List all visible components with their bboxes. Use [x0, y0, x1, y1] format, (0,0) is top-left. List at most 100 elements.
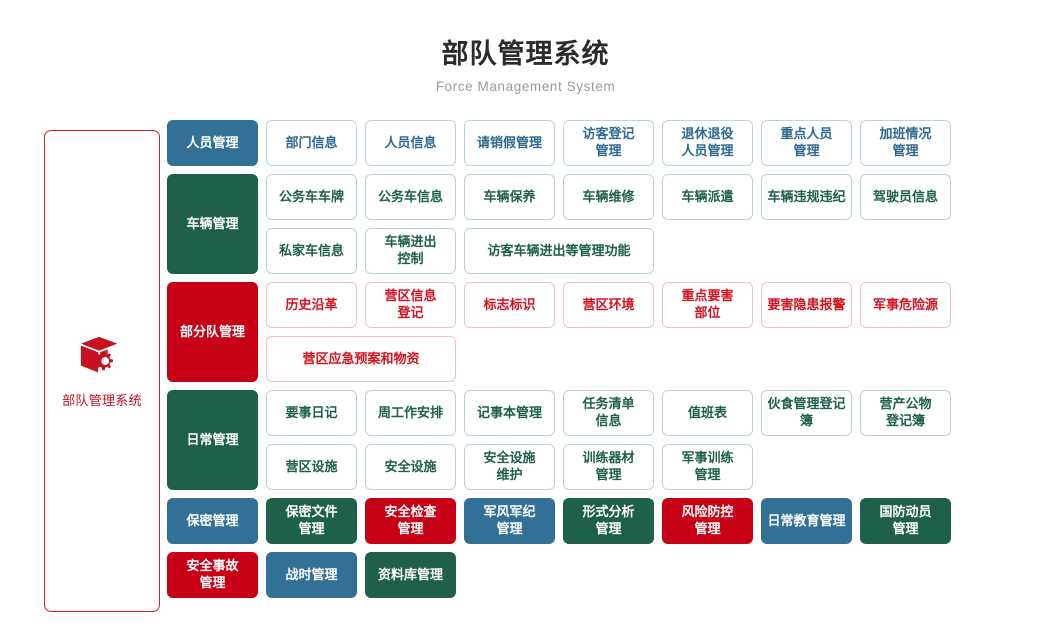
- module-tile[interactable]: 退休退役 人员管理: [662, 120, 753, 166]
- section-rows: 保密文件 管理安全检查 管理 军风军纪 管理 形式分析 管理 风险防控 管理日常教育管…: [266, 498, 1051, 544]
- module-tile[interactable]: 风险防控 管理: [662, 498, 753, 544]
- module-row: 要事日记 周工作安排 记事本管理 任务清单 信息 值班表 伙食管理登记簿营产公物 登记簿: [266, 390, 1051, 436]
- module-tile[interactable]: 访客登记 管理: [563, 120, 654, 166]
- category-tile[interactable]: 保密管理: [167, 498, 258, 544]
- module-tile-label: 战时管理: [285, 566, 338, 582]
- module-tile-label: 军风军纪 管理: [483, 504, 536, 536]
- module-tile[interactable]: 车辆维修: [563, 174, 654, 220]
- category-tile[interactable]: 安全事故 管理: [167, 552, 258, 598]
- module-tile[interactable]: 国防动员 管理: [860, 498, 951, 544]
- module-tile[interactable]: 重点人员 管理: [761, 120, 852, 166]
- module-tile-label: 营区应急预案和物资: [302, 350, 420, 366]
- module-tile[interactable]: 营产公物 登记簿: [860, 390, 951, 436]
- module-tile-label: 安全设施: [384, 458, 437, 474]
- module-tile[interactable]: 保密文件 管理: [266, 498, 357, 544]
- module-row: 私家车信息车辆进出 控制 访客车辆进出等管理功能: [266, 228, 1051, 274]
- module-tile[interactable]: 人员信息: [365, 120, 456, 166]
- module-tile-label: 访客车辆进出等管理功能: [487, 242, 631, 258]
- module-tile-label: 军事训练 管理: [681, 450, 734, 482]
- module-tile-label: 车辆派遣: [681, 188, 734, 204]
- module-tile-label: 训练器材 管理: [582, 450, 635, 482]
- module-row: 营区设施 安全设施 安全设施 维护训练器材 管理 军事训练 管理: [266, 444, 1051, 490]
- module-section: 安全事故 管理 战时管理 资料库管理: [167, 552, 1051, 598]
- module-tile-label: 车辆违规违纪: [767, 188, 846, 204]
- module-row: 营区应急预案和物资: [266, 336, 1051, 382]
- category-label: 人员管理: [186, 134, 239, 150]
- module-tile-label: 车辆保养: [483, 188, 536, 204]
- module-tile[interactable]: 战时管理: [266, 552, 357, 598]
- module-tile[interactable]: 公务车车牌: [266, 174, 357, 220]
- module-tile-label: 要事日记: [285, 404, 338, 420]
- page-subtitle: Force Management System: [435, 79, 616, 95]
- module-tile[interactable]: 军风军纪 管理: [464, 498, 555, 544]
- module-tile[interactable]: 安全设施: [365, 444, 456, 490]
- section-rows: 要事日记 周工作安排 记事本管理 任务清单 信息 值班表 伙食管理登记簿营产公物 登记簿营…: [266, 390, 1051, 490]
- sidebar-label: 部队管理系统: [62, 392, 142, 408]
- module-tile[interactable]: 形式分析 管理: [563, 498, 654, 544]
- module-tile[interactable]: 日常教育管理: [761, 498, 852, 544]
- module-section: 部分队管理历史沿革营区信息 登记 标志标识 营区环境 重点要害 部位要害隐患报警军事危…: [167, 282, 1051, 382]
- module-section: 保密管理 保密文件 管理安全检查 管理 军风军纪 管理 形式分析 管理 风险防控 管理日…: [167, 498, 1051, 544]
- module-row: 历史沿革营区信息 登记 标志标识 营区环境 重点要害 部位要害隐患报警军事危险源: [266, 282, 1051, 328]
- module-tile[interactable]: 值班表: [662, 390, 753, 436]
- module-tile[interactable]: 车辆派遣: [662, 174, 753, 220]
- module-section: 车辆管理 公务车车牌 公务车信息 车辆保养 车辆维修 车辆派遣 车辆违规违纪驾驶员信息私家车…: [167, 174, 1051, 274]
- category-tile[interactable]: 部分队管理: [167, 282, 258, 382]
- module-tile[interactable]: 伙食管理登记簿: [761, 390, 852, 436]
- module-tile[interactable]: 车辆保养: [464, 174, 555, 220]
- category-tile[interactable]: 车辆管理: [167, 174, 258, 274]
- module-tile-label: 请销假管理: [476, 134, 542, 150]
- module-tile-label: 标志标识: [483, 296, 536, 312]
- module-tile[interactable]: 公务车信息: [365, 174, 456, 220]
- module-tile-label: 形式分析 管理: [582, 504, 635, 536]
- module-section: 日常管理 要事日记 周工作安排 记事本管理 任务清单 信息 值班表 伙食管理登记簿营产公物 …: [167, 390, 1051, 490]
- module-tile-label: 公务车信息: [377, 188, 443, 204]
- module-tile-label: 资料库管理: [377, 566, 443, 582]
- module-tile-label: 记事本管理: [476, 404, 542, 420]
- module-tile-label: 人员信息: [384, 134, 437, 150]
- module-tile[interactable]: 部门信息: [266, 120, 357, 166]
- module-tile[interactable]: 请销假管理: [464, 120, 555, 166]
- module-tile-label: 伙食管理登记簿: [767, 396, 846, 428]
- module-row: 部门信息 人员信息 请销假管理 访客登记 管理退休退役 人员管理重点人员 管理加班情况…: [266, 120, 1051, 166]
- module-tile[interactable]: 训练器材 管理: [563, 444, 654, 490]
- module-tile[interactable]: 军事训练 管理: [662, 444, 753, 490]
- module-tile-label: 值班表: [687, 404, 727, 420]
- module-tile-label: 部门信息: [285, 134, 338, 150]
- module-tile[interactable]: 要害隐患报警: [761, 282, 852, 328]
- module-tile-label: 营区环境: [582, 296, 635, 312]
- category-label: 保密管理: [186, 512, 239, 528]
- module-tile[interactable]: 标志标识: [464, 282, 555, 328]
- module-tile[interactable]: 营区应急预案和物资: [266, 336, 456, 382]
- module-tile-label: 安全检查 管理: [384, 504, 437, 536]
- module-tile[interactable]: 安全检查 管理: [365, 498, 456, 544]
- module-tile[interactable]: 历史沿革: [266, 282, 357, 328]
- module-tile[interactable]: 营区环境: [563, 282, 654, 328]
- module-tile[interactable]: 驾驶员信息: [860, 174, 951, 220]
- module-tile[interactable]: 车辆违规违纪: [761, 174, 852, 220]
- module-tile-label: 风险防控 管理: [681, 504, 734, 536]
- category-label: 车辆管理: [186, 215, 239, 231]
- module-tile[interactable]: 访客车辆进出等管理功能: [464, 228, 654, 274]
- module-tile[interactable]: 记事本管理: [464, 390, 555, 436]
- module-tile-label: 公务车车牌: [278, 188, 344, 204]
- module-tile[interactable]: 营区信息 登记: [365, 282, 456, 328]
- module-tile[interactable]: 安全设施 维护: [464, 444, 555, 490]
- module-tile[interactable]: 营区设施: [266, 444, 357, 490]
- module-tile-label: 访客登记 管理: [582, 126, 635, 158]
- category-tile[interactable]: 日常管理: [167, 390, 258, 490]
- module-tile[interactable]: 要事日记: [266, 390, 357, 436]
- module-tile-label: 要害隐患报警: [767, 296, 846, 312]
- module-section: 人员管理 部门信息 人员信息 请销假管理 访客登记 管理退休退役 人员管理重点人员 管理…: [167, 120, 1051, 166]
- module-tile-label: 国防动员 管理: [879, 504, 932, 536]
- module-tile[interactable]: 资料库管理: [365, 552, 456, 598]
- module-tile[interactable]: 加班情况 管理: [860, 120, 951, 166]
- module-tile-label: 重点人员 管理: [780, 126, 833, 158]
- module-tile[interactable]: 车辆进出 控制: [365, 228, 456, 274]
- module-tile[interactable]: 私家车信息: [266, 228, 357, 274]
- module-tile[interactable]: 周工作安排: [365, 390, 456, 436]
- module-tile[interactable]: 任务清单 信息: [563, 390, 654, 436]
- category-tile[interactable]: 人员管理: [167, 120, 258, 166]
- module-tile[interactable]: 军事危险源: [860, 282, 951, 328]
- module-tile[interactable]: 重点要害 部位: [662, 282, 753, 328]
